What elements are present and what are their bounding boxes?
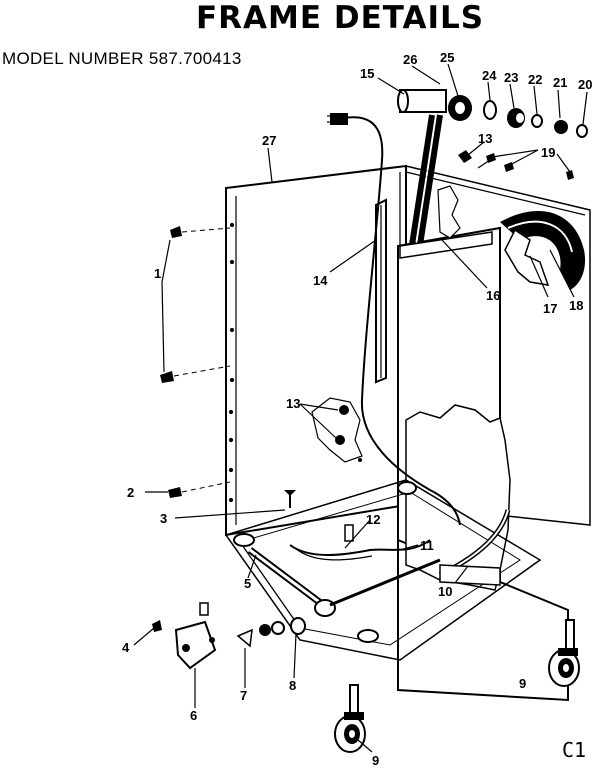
callout-27: 27 [262, 133, 276, 148]
terminal-block [397, 89, 472, 121]
shaft-hardware [483, 100, 588, 138]
callout-9-front: 9 [372, 753, 379, 768]
callout-24: 24 [482, 68, 497, 83]
callout-25: 25 [440, 50, 454, 65]
callout-3: 3 [160, 511, 167, 526]
base-frame [224, 479, 542, 661]
model-number: MODEL NUMBER 587.700413 [2, 49, 242, 68]
callout-18: 18 [569, 298, 583, 313]
callout-20: 20 [578, 77, 592, 92]
drive-tube [247, 547, 441, 617]
rear-cutout [311, 397, 363, 463]
caster-right [548, 619, 580, 687]
vertical-bracket [375, 198, 387, 384]
callout-13-lower: 13 [286, 396, 300, 411]
callout-6: 6 [190, 708, 197, 723]
callout-12: 12 [366, 512, 380, 527]
callout-17: 17 [543, 301, 557, 316]
floor-feet [233, 481, 417, 643]
callout-1: 1 [154, 266, 161, 281]
conduit-tubes [409, 114, 443, 246]
callout-11: 11 [420, 538, 434, 553]
callout-7: 7 [240, 688, 247, 703]
callout-21: 21 [553, 75, 567, 90]
callout-10: 10 [438, 584, 452, 599]
callout-23: 23 [504, 70, 518, 85]
side-screws [160, 226, 296, 508]
callout-4: 4 [122, 640, 130, 655]
callout-15: 15 [360, 66, 374, 81]
callout-13-upper: 13 [478, 131, 492, 146]
page-code: C1 [562, 738, 587, 762]
callout-16: 16 [486, 288, 500, 303]
callout-14: 14 [313, 273, 328, 288]
callout-9-right: 9 [519, 676, 526, 691]
callout-labels: 1 2 3 4 5 6 7 8 9 9 10 11 12 13 13 14 15… [122, 50, 592, 768]
wiring-harness [289, 524, 431, 561]
callout-22: 22 [528, 72, 542, 87]
power-cord [327, 113, 461, 526]
callout-2: 2 [127, 485, 134, 500]
callout-26: 26 [403, 52, 417, 67]
hose-assembly [438, 509, 511, 586]
callout-5: 5 [244, 576, 251, 591]
caster-front [334, 684, 366, 753]
page-title: FRAME DETAILS [196, 0, 485, 36]
top-screws [458, 150, 574, 180]
gas-valve-assembly [152, 602, 306, 670]
callout-19: 19 [541, 145, 555, 160]
callout-8: 8 [289, 678, 296, 693]
leader-lines [133, 63, 588, 753]
